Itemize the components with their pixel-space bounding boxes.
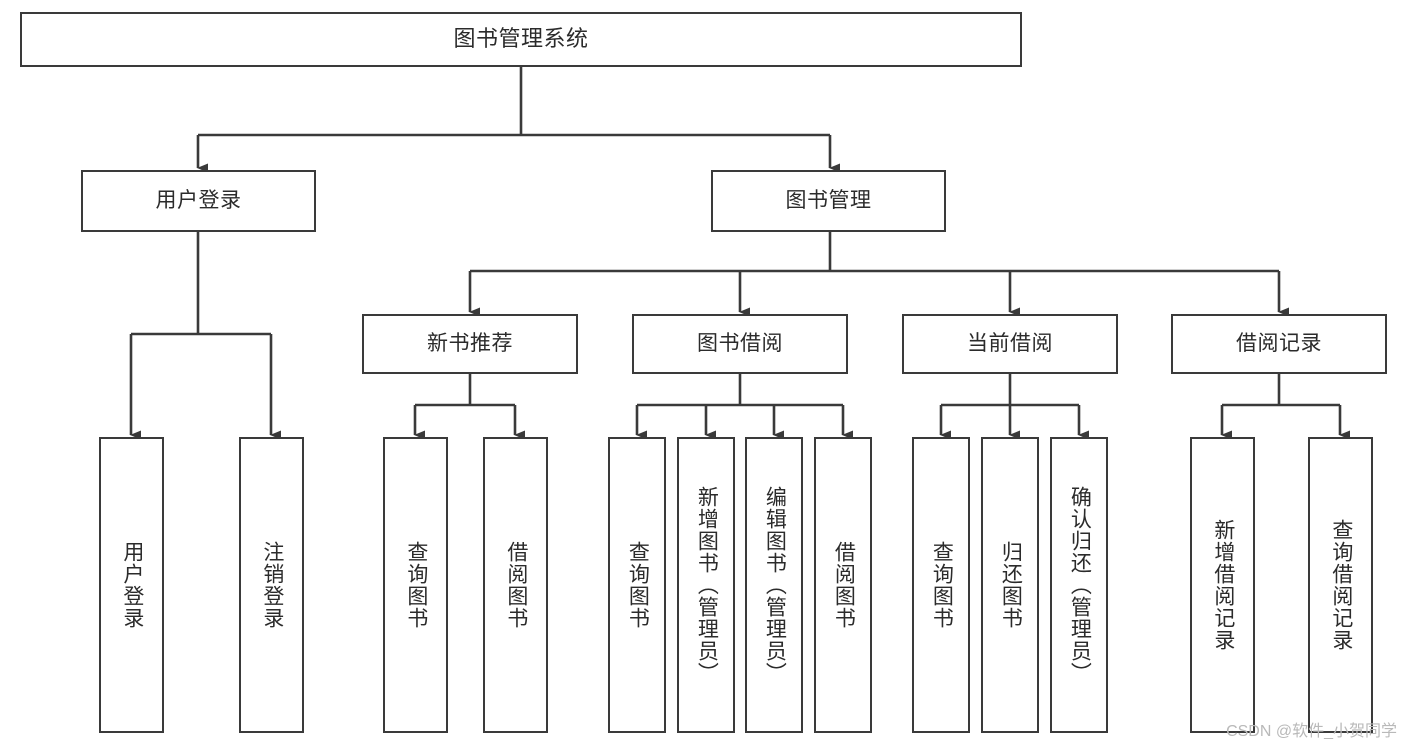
node-current-borrow[interactable]: 当前借阅 xyxy=(902,314,1118,374)
node-new-book-recommend[interactable]: 新书推荐 xyxy=(362,314,578,374)
node-leaf-borrow-book[interactable]: 借阅图书 xyxy=(814,437,872,733)
node-label: 图书管理系统 xyxy=(453,26,589,52)
node-label: 查询图书 xyxy=(930,541,954,629)
node-user-login[interactable]: 用户登录 xyxy=(81,170,316,232)
node-leaf-query-book-new[interactable]: 查询图书 xyxy=(383,437,448,733)
node-leaf-return-book[interactable]: 归还图书 xyxy=(981,437,1039,733)
node-leaf-add-book-admin[interactable]: 新增图书（管理员） xyxy=(677,437,735,733)
node-label: 新增图书（管理员） xyxy=(695,486,719,684)
node-label: 借阅图书 xyxy=(832,541,856,629)
node-label: 新增借阅记录 xyxy=(1211,519,1235,651)
node-leaf-confirm-return-admin[interactable]: 确认归还（管理员） xyxy=(1050,437,1108,733)
node-label: 查询借阅记录 xyxy=(1329,519,1353,651)
csdn-watermark: CSDN @软件_小贺同学 xyxy=(1226,723,1397,740)
node-leaf-add-borrow-record[interactable]: 新增借阅记录 xyxy=(1190,437,1255,733)
node-label: 用户登录 xyxy=(120,541,144,629)
node-leaf-logout[interactable]: 注销登录 xyxy=(239,437,304,733)
node-label: 当前借阅 xyxy=(967,332,1053,356)
node-label: 确认归还（管理员） xyxy=(1068,486,1092,684)
node-label: 图书借阅 xyxy=(697,332,783,356)
node-label: 新书推荐 xyxy=(427,332,513,356)
node-label: 用户登录 xyxy=(155,189,242,213)
node-label: 借阅图书 xyxy=(504,541,528,629)
node-leaf-edit-book-admin[interactable]: 编辑图书（管理员） xyxy=(745,437,803,733)
node-label: 注销登录 xyxy=(260,541,284,629)
node-leaf-query-book-borrow[interactable]: 查询图书 xyxy=(608,437,666,733)
node-book-management[interactable]: 图书管理 xyxy=(711,170,946,232)
node-leaf-borrow-book-new[interactable]: 借阅图书 xyxy=(483,437,548,733)
node-leaf-user-login[interactable]: 用户登录 xyxy=(99,437,164,733)
node-label: 借阅记录 xyxy=(1236,332,1322,356)
node-label: 查询图书 xyxy=(626,541,650,629)
node-root-system[interactable]: 图书管理系统 xyxy=(20,12,1022,67)
node-label: 图书管理 xyxy=(785,189,872,213)
node-label: 归还图书 xyxy=(999,541,1023,629)
node-leaf-query-book-current[interactable]: 查询图书 xyxy=(912,437,970,733)
node-label: 编辑图书（管理员） xyxy=(763,486,787,684)
node-leaf-query-borrow-record[interactable]: 查询借阅记录 xyxy=(1308,437,1373,733)
node-book-borrow[interactable]: 图书借阅 xyxy=(632,314,848,374)
node-borrow-record[interactable]: 借阅记录 xyxy=(1171,314,1387,374)
node-label: 查询图书 xyxy=(404,541,428,629)
